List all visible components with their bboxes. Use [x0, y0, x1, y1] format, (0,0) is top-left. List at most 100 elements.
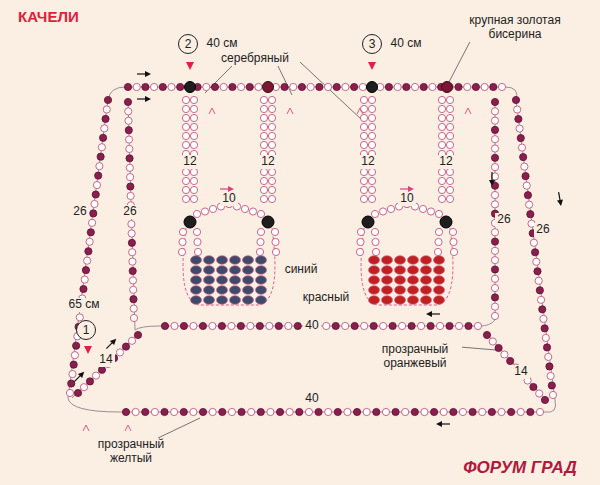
bead: [363, 408, 370, 415]
bead: [177, 83, 184, 90]
bead: [128, 220, 135, 227]
bead: [491, 126, 498, 133]
seat-bead: [230, 286, 241, 295]
bead: [360, 177, 367, 184]
bead: [220, 83, 227, 90]
bead-count: 12: [359, 155, 376, 169]
bead: [182, 96, 189, 103]
bead: [518, 144, 525, 151]
seat-bead: [369, 266, 380, 275]
bead-count: 26: [534, 223, 551, 237]
bead: [178, 248, 185, 255]
bead: [124, 98, 131, 105]
seat-bead: [395, 266, 406, 275]
bead: [151, 408, 158, 415]
bead: [130, 296, 137, 303]
bead: [103, 106, 110, 113]
bead: [438, 141, 445, 148]
bead: [161, 408, 168, 415]
needle-mark: [83, 425, 89, 431]
material-note: серебряный: [219, 52, 291, 66]
seat-bead: [204, 286, 215, 295]
bead: [472, 83, 479, 90]
bead: [80, 285, 87, 292]
bead-count: 10: [220, 192, 237, 206]
seat-bead: [408, 256, 419, 265]
bead: [190, 141, 197, 148]
bead: [379, 208, 386, 215]
seat-bead: [434, 266, 445, 275]
bead: [84, 257, 91, 264]
bead: [127, 192, 134, 199]
bead: [481, 83, 488, 90]
seat-bead: [382, 256, 393, 265]
bead: [260, 96, 267, 103]
needle-mark: [125, 425, 131, 431]
bead: [268, 114, 275, 121]
direction-arrow: [426, 311, 440, 317]
bead: [218, 322, 225, 329]
bead: [276, 408, 283, 415]
bead: [542, 334, 549, 341]
bead: [370, 322, 377, 329]
bead: [179, 238, 186, 245]
bead: [294, 322, 301, 329]
seat-bead: [434, 286, 445, 295]
needle-mark: [209, 108, 215, 114]
bead: [168, 83, 175, 90]
seat-bead: [395, 276, 406, 285]
bead: [260, 177, 267, 184]
bead: [126, 155, 133, 162]
bead: [228, 322, 235, 329]
bead: [74, 389, 81, 396]
bead: [203, 83, 210, 90]
bead: [531, 249, 538, 256]
bead: [344, 408, 351, 415]
bead: [182, 141, 189, 148]
direction-arrow: [489, 172, 495, 186]
leader-line: [278, 66, 292, 95]
bead: [372, 238, 379, 245]
bead: [325, 408, 332, 415]
bead: [530, 383, 537, 390]
seat-bead: [256, 276, 267, 285]
bead: [419, 205, 426, 212]
material-note: крупная золотая бисерина: [457, 14, 573, 42]
bead: [507, 357, 514, 364]
seat-bead: [243, 266, 254, 275]
bead: [126, 174, 133, 181]
bead: [392, 408, 399, 415]
bead: [85, 248, 92, 255]
bead: [491, 312, 498, 319]
seat-bead: [230, 276, 241, 285]
bead: [209, 322, 216, 329]
bead: [260, 141, 267, 148]
bead: [81, 276, 88, 283]
bead: [446, 132, 453, 139]
seat-bead: [369, 256, 380, 265]
bead: [483, 331, 490, 338]
bead: [190, 177, 197, 184]
direction-arrow: [556, 192, 564, 207]
bead: [512, 96, 519, 103]
bead: [446, 96, 453, 103]
bead: [272, 238, 279, 245]
bead: [491, 145, 498, 152]
bead: [498, 83, 505, 90]
bead: [209, 205, 216, 212]
bead: [193, 228, 200, 235]
bead: [86, 238, 93, 245]
bead: [260, 132, 267, 139]
bead: [199, 322, 206, 329]
bead: [256, 248, 263, 255]
bead: [446, 105, 453, 112]
bead: [66, 389, 73, 396]
bead: [446, 177, 453, 184]
bead: [130, 286, 137, 293]
bead: [549, 391, 556, 398]
seat-bead: [408, 276, 419, 285]
bead: [128, 239, 135, 246]
bead: [101, 125, 108, 132]
bead: [421, 408, 428, 415]
